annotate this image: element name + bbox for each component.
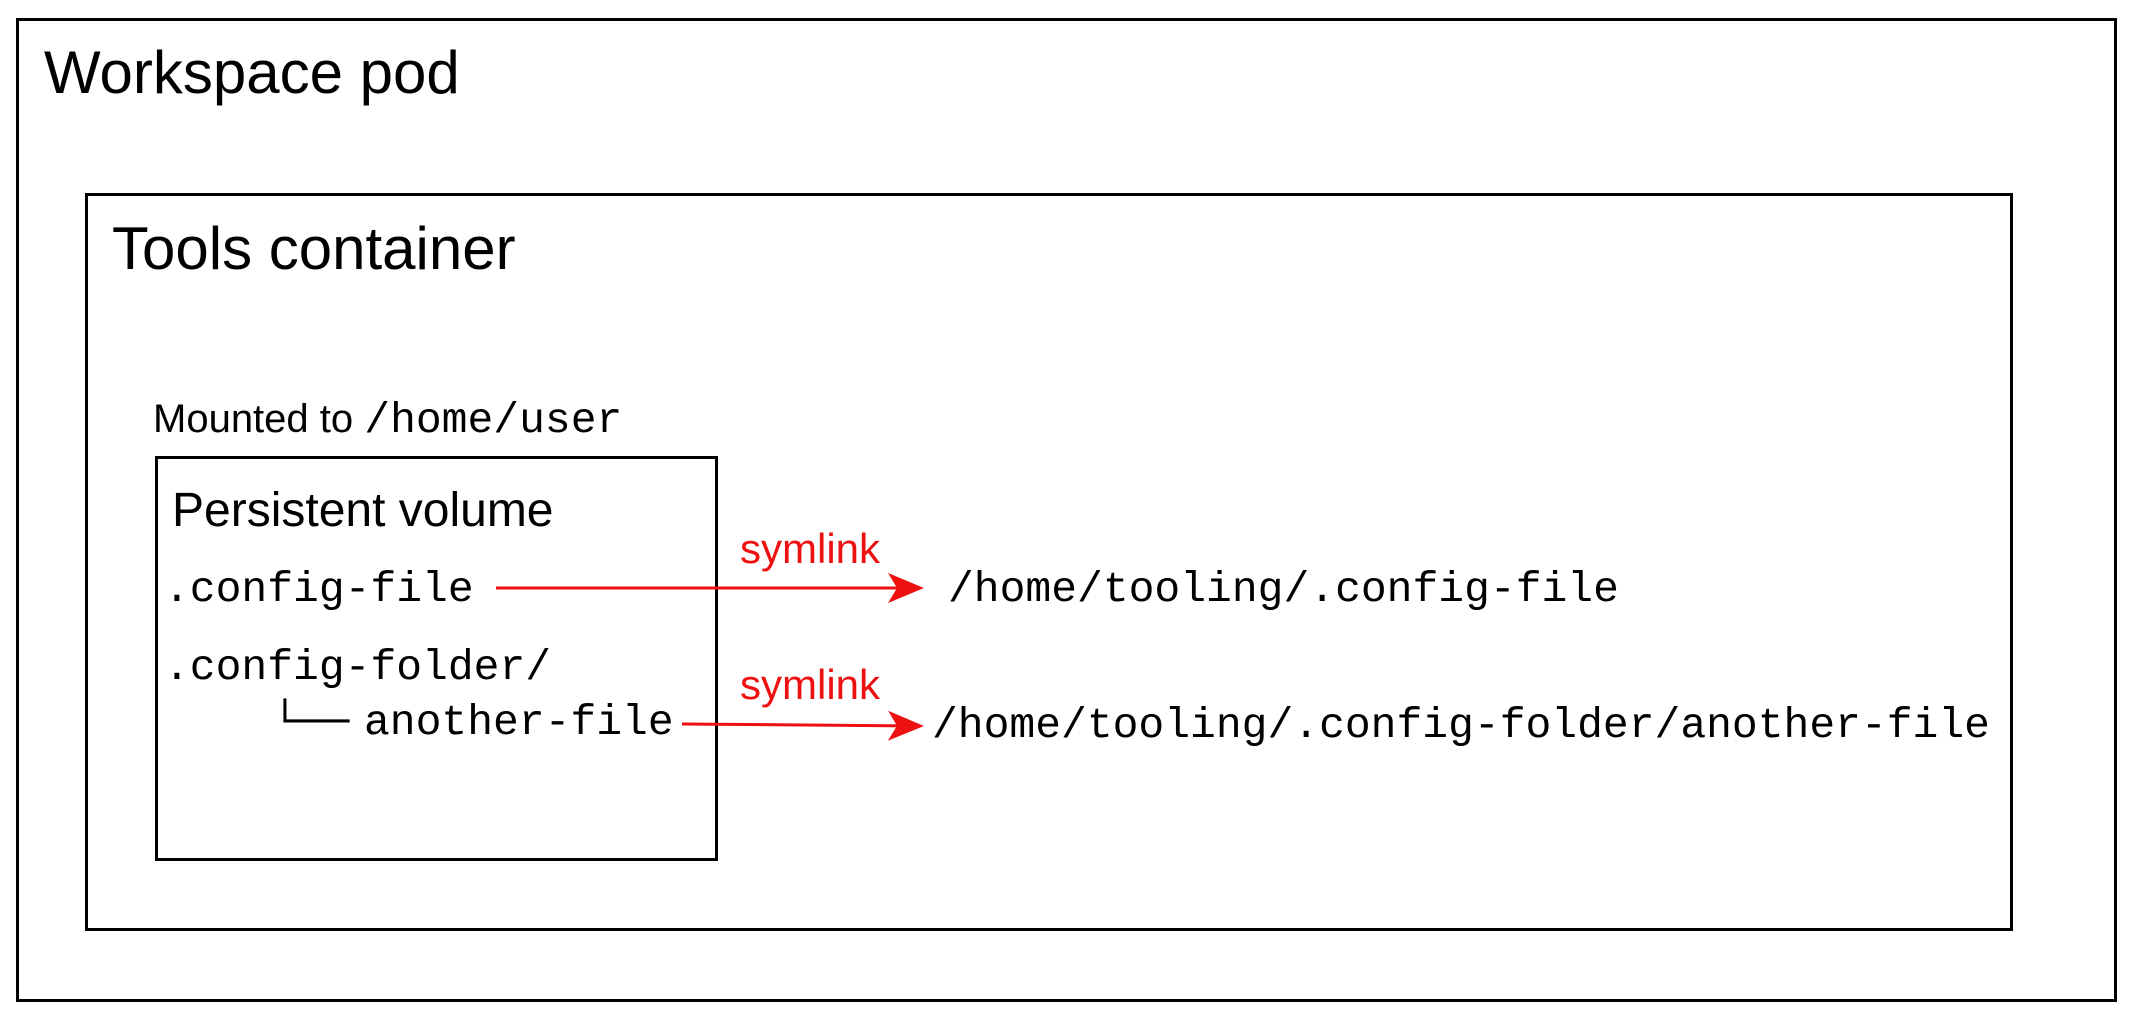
tools-container-title: Tools container bbox=[112, 215, 516, 282]
config-file-entry: .config-file bbox=[164, 565, 474, 614]
config-folder-entry: .config-folder/ bbox=[164, 643, 552, 692]
mount-label: Mounted to /home/user bbox=[153, 399, 622, 442]
workspace-pod-title: Workspace pod bbox=[44, 39, 460, 106]
tools-container-box bbox=[85, 193, 2013, 931]
persistent-volume-title: Persistent volume bbox=[172, 484, 554, 537]
another-file-entry: another-file bbox=[364, 698, 674, 747]
persistent-volume-box bbox=[155, 456, 718, 861]
workspace-pod-box bbox=[16, 18, 2117, 1002]
mount-label-text: Mounted to bbox=[153, 397, 354, 441]
symlink-label-2: symlink bbox=[740, 661, 881, 708]
tree-branch-glyph: └── bbox=[272, 698, 350, 747]
symlink-target-1: /home/tooling/.config-file bbox=[948, 565, 1619, 614]
mount-path: /home/user bbox=[364, 396, 623, 445]
symlink-label-1: symlink bbox=[740, 525, 881, 572]
symlink-arrow-2 bbox=[681, 710, 924, 741]
symlink-target-2: /home/tooling/.config-folder/another-fil… bbox=[932, 701, 1990, 750]
